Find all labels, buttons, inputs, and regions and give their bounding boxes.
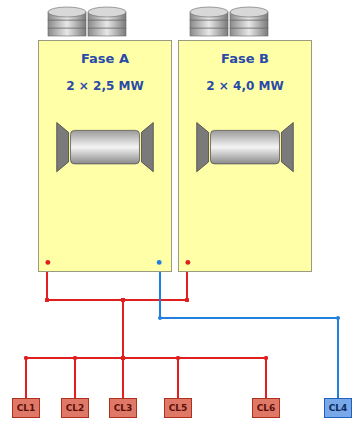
junction-dot xyxy=(121,356,125,360)
junction-dot xyxy=(121,356,125,360)
junction-dot xyxy=(121,356,125,360)
junction-dot xyxy=(73,356,77,360)
junction-dot xyxy=(121,356,125,360)
junction-dot xyxy=(45,298,49,302)
junction-dot xyxy=(24,356,28,360)
junction-dot xyxy=(185,298,189,302)
junction-dot xyxy=(264,356,268,360)
power-line xyxy=(47,272,178,398)
junction-dot xyxy=(121,298,125,302)
junction-dot xyxy=(121,356,125,360)
junction-dot xyxy=(264,356,268,360)
junction-dot xyxy=(185,298,189,302)
power-line xyxy=(123,272,266,398)
consumer-box: CL3 xyxy=(109,398,138,418)
junction-dot xyxy=(121,298,125,302)
junction-dot xyxy=(121,356,125,360)
power-line xyxy=(26,272,187,398)
consumer-label: CL5 xyxy=(169,403,188,413)
junction-dot xyxy=(73,356,77,360)
consumer-label: CL1 xyxy=(17,403,36,413)
junction-dot xyxy=(185,298,189,302)
phase-title: Fase B xyxy=(179,51,311,66)
power-line xyxy=(47,272,123,398)
consumer-box: CL1 xyxy=(12,398,41,418)
junction-dot xyxy=(121,356,125,360)
junction-dot xyxy=(121,356,125,360)
junction-dot xyxy=(45,298,49,302)
junction-dot xyxy=(121,298,125,302)
power-rating: 2 × 2,5 MW xyxy=(39,79,171,93)
junction-dot xyxy=(45,298,49,302)
junction-dot xyxy=(45,298,49,302)
junction-dot xyxy=(336,316,340,320)
consumer-label: CL6 xyxy=(257,403,276,413)
power-line xyxy=(123,272,187,398)
junction-dot xyxy=(121,298,125,302)
junction-dot xyxy=(121,298,125,302)
consumer-box: CL5 xyxy=(164,398,193,418)
power-line xyxy=(47,272,123,398)
junction-dot xyxy=(121,298,125,302)
junction-dot xyxy=(121,298,125,302)
plant-phase-box: Fase A 2 × 2,5 MW xyxy=(38,40,172,272)
junction-dot xyxy=(121,298,125,302)
power-line xyxy=(123,272,187,398)
plant-phase-box: Fase B 2 × 4,0 MW xyxy=(178,40,312,272)
junction-dot xyxy=(121,356,125,360)
junction-dot xyxy=(121,298,125,302)
power-line xyxy=(47,272,266,398)
junction-dot xyxy=(121,356,125,360)
consumer-label: CL3 xyxy=(114,403,133,413)
consumer-box: CL2 xyxy=(61,398,90,418)
power-rating: 2 × 4,0 MW xyxy=(179,79,311,93)
junction-dot xyxy=(121,356,125,360)
power-line xyxy=(160,272,338,398)
phase-title: Fase A xyxy=(39,51,171,66)
consumer-box: CL4 xyxy=(324,398,353,418)
junction-dot xyxy=(121,356,125,360)
power-line xyxy=(75,272,187,398)
junction-dot xyxy=(45,298,49,302)
junction-dot xyxy=(185,298,189,302)
turbine-illustration xyxy=(179,41,311,271)
consumer-label: CL4 xyxy=(329,403,348,413)
consumer-label: CL2 xyxy=(66,403,85,413)
consumer-box: CL6 xyxy=(252,398,281,418)
junction-dot xyxy=(24,356,28,360)
junction-dot xyxy=(158,316,162,320)
turbine-illustration xyxy=(39,41,171,271)
junction-dot xyxy=(121,298,125,302)
junction-dot xyxy=(185,298,189,302)
